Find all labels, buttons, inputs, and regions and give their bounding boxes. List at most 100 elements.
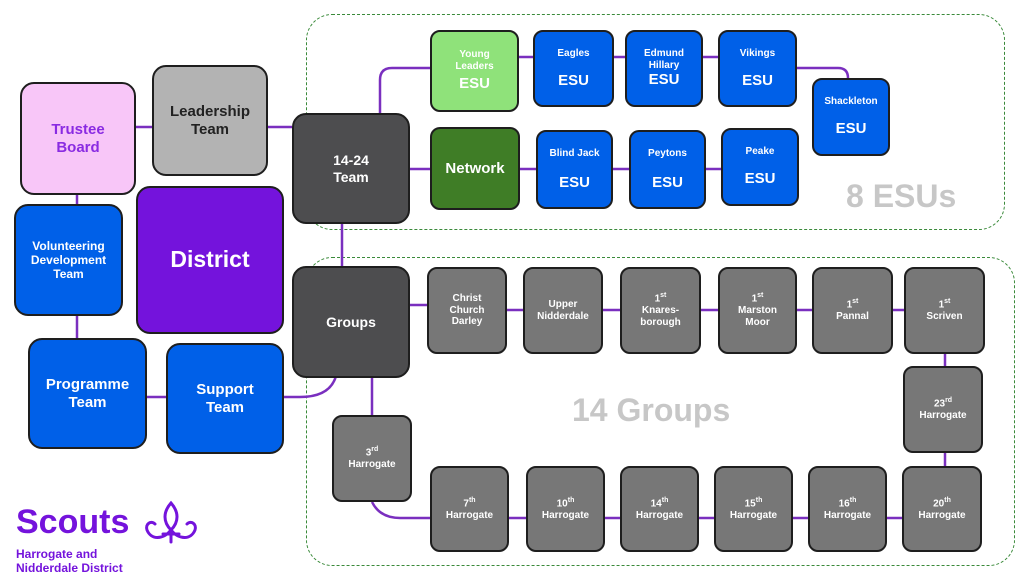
esu-shackleton-tag: ESU [835, 120, 867, 138]
group-1st-scriven: 1st Scriven [904, 267, 985, 354]
group-15th-harrogate: 15th Harrogate [714, 466, 793, 552]
group-20th-harrogate-name: Harrogate [918, 509, 966, 521]
group-7th-harrogate-sup: th [468, 496, 476, 504]
esu-vikings: Vikings ESU [718, 30, 797, 107]
group-1st-knaresborough-num: 1 [654, 293, 661, 305]
network-box: Network [430, 127, 520, 210]
group-1st-knaresborough-name: Knares-borough [640, 305, 681, 329]
esu-peake-name: Peake [745, 146, 775, 158]
groups-region [306, 257, 1015, 566]
group-1st-pannal-name: Pannal [836, 311, 869, 323]
groups-box: Groups [292, 266, 410, 378]
group-23rd-harrogate-num: 23 [933, 398, 946, 410]
esu-young-leaders-name: Young Leaders [455, 49, 494, 73]
programme-team-label: Programme Team [45, 375, 130, 411]
scouts-logo: Scouts Harrogate and Nidderdale District [16, 500, 201, 575]
esu-edmund-hillary-name: Edmund Hillary [644, 47, 684, 71]
group-10th-harrogate-num: 10 [556, 497, 568, 509]
group-15th-harrogate-num: 15 [744, 497, 756, 509]
group-1st-marston-moor-sup: st [757, 292, 764, 300]
group-23rd-harrogate-name: Harrogate [919, 410, 967, 422]
group-1st-knaresborough-sup: st [660, 292, 667, 300]
group-23rd-harrogate: 23rd Harrogate [903, 366, 983, 453]
group-upper-nidderdale-name: Upper Nidderdale [537, 298, 589, 322]
group-10th-harrogate-name: Harrogate [541, 509, 590, 521]
esu-peytons-name: Peytons [648, 147, 687, 159]
group-3rd-harrogate: 3rd Harrogate [332, 415, 412, 502]
volunteering-team-label: Volunteering Development Team [30, 238, 107, 282]
esu-eagles: Eagles ESU [533, 30, 614, 107]
esu-peytons-tag: ESU [652, 173, 683, 191]
team-1424-box: 14-24 Team [292, 113, 410, 224]
group-14th-harrogate-num: 14 [650, 497, 662, 509]
group-14th-harrogate-name: Harrogate [635, 509, 684, 521]
scouts-wordmark: Scouts [16, 503, 130, 541]
district-subtitle-line2: Nidderdale District [16, 561, 123, 575]
group-16th-harrogate-sup: th [849, 496, 857, 504]
trustee-board-label: Trustee Board [51, 120, 105, 156]
esu-edmund-hillary: Edmund Hillary ESU [625, 30, 703, 107]
esu-blind-jack-name: Blind Jack [549, 147, 600, 159]
group-10th-harrogate: 10th Harrogate [526, 466, 605, 552]
esu-shackleton: Shackleton ESU [812, 78, 890, 156]
group-3rd-harrogate-sup: rd [371, 446, 379, 454]
network-label: Network [445, 159, 505, 177]
group-1st-pannal-num: 1 [846, 299, 853, 311]
esu-count-label: 8 ESUs [846, 178, 957, 214]
group-1st-scriven-num: 1 [938, 299, 945, 311]
group-3rd-harrogate-num: 3 [365, 447, 372, 459]
esu-peake: Peake ESU [721, 128, 799, 206]
programme-team-box: Programme Team [28, 338, 147, 449]
esu-blind-jack: Blind Jack ESU [536, 130, 613, 209]
esu-peytons: Peytons ESU [629, 130, 706, 209]
leadership-team-box: Leadership Team [152, 65, 268, 176]
groups-label: Groups [326, 313, 376, 330]
group-14th-harrogate: 14th Harrogate [620, 466, 699, 552]
group-23rd-harrogate-sup: rd [945, 397, 953, 405]
group-3rd-harrogate-name: Harrogate [348, 459, 396, 471]
group-20th-harrogate-num: 20 [933, 497, 945, 509]
group-1st-scriven-name: Scriven [926, 311, 963, 323]
support-team-label: Support Team [196, 380, 254, 416]
esu-young-leaders-tag: ESU [459, 74, 490, 92]
group-1st-scriven-sup: st [944, 298, 951, 306]
trustee-board-box: Trustee Board [20, 82, 136, 195]
esu-blind-jack-tag: ESU [559, 173, 590, 191]
group-1st-marston-moor-num: 1 [751, 293, 758, 305]
group-20th-harrogate-sup: th [944, 496, 951, 504]
group-7th-harrogate-name: Harrogate [445, 509, 494, 521]
group-15th-harrogate-name: Harrogate [729, 509, 778, 521]
group-christ-church-darley-name: Christ Church Darley [449, 292, 485, 328]
volunteering-team-box: Volunteering Development Team [14, 204, 123, 316]
group-7th-harrogate: 7th Harrogate [430, 466, 509, 552]
group-1st-pannal-sup: st [852, 298, 859, 306]
groups-count-label: 14 Groups [572, 392, 731, 428]
esu-peake-tag: ESU [744, 170, 776, 188]
group-16th-harrogate-name: Harrogate [823, 509, 872, 521]
fleur-de-lis-icon [145, 500, 198, 544]
esu-vikings-tag: ESU [742, 71, 773, 89]
esu-eagles-name: Eagles [557, 47, 590, 59]
esu-young-leaders: Young Leaders ESU [430, 30, 519, 112]
group-15th-harrogate-sup: th [755, 496, 763, 504]
group-1st-knaresborough: 1st Knares-borough [620, 267, 701, 354]
group-16th-harrogate-num: 16 [838, 497, 850, 509]
esu-shackleton-name: Shackleton [824, 96, 878, 108]
group-16th-harrogate: 16th Harrogate [808, 466, 887, 552]
district-box: District [136, 186, 284, 334]
group-1st-pannal: 1st Pannal [812, 267, 893, 354]
group-1st-marston-moor: 1st Marston Moor [718, 267, 797, 354]
esu-vikings-name: Vikings [739, 47, 776, 59]
esu-edmund-hillary-tag: ESU [648, 71, 680, 89]
support-team-box: Support Team [166, 343, 284, 454]
group-14th-harrogate-sup: th [661, 496, 669, 504]
district-subtitle-line1: Harrogate and [16, 547, 98, 561]
group-1st-marston-moor-name: Marston Moor [738, 305, 777, 329]
group-upper-nidderdale: Upper Nidderdale [523, 267, 603, 354]
group-7th-harrogate-num: 7 [463, 497, 469, 509]
group-christ-church-darley: Christ Church Darley [427, 267, 507, 354]
esu-eagles-tag: ESU [558, 71, 589, 89]
leadership-team-label: Leadership Team [169, 102, 251, 138]
district-label: District [170, 246, 250, 273]
